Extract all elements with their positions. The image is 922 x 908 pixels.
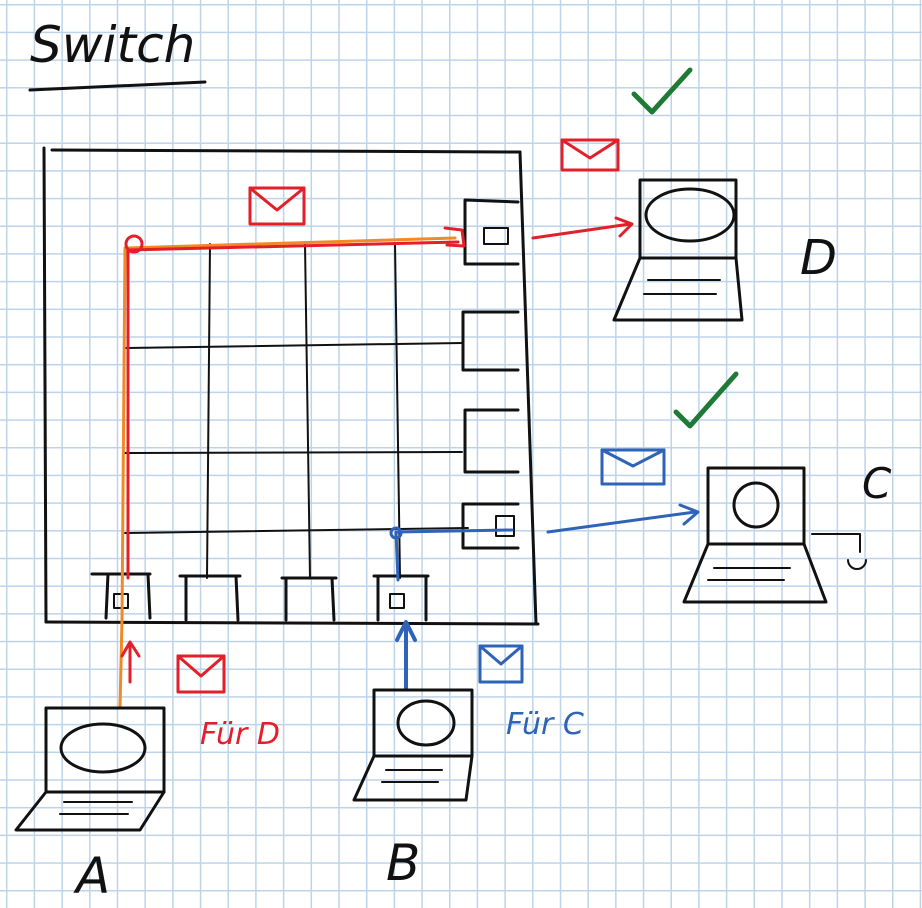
path-b-to-c <box>389 503 700 690</box>
envelope-icon-red-switch <box>248 186 306 226</box>
laptop-c <box>682 466 867 604</box>
port-bottom-4 <box>372 574 430 622</box>
title: Switch <box>30 16 195 74</box>
check-icon-d <box>631 67 693 115</box>
node-label-c: C <box>862 459 892 508</box>
envelope-icon-blue-c <box>600 448 666 486</box>
port-right-3 <box>463 408 520 474</box>
note-for-c: Für C <box>506 707 584 742</box>
port-bottom-3 <box>280 576 338 622</box>
node-label-a: A <box>73 847 110 905</box>
envelope-icon-blue-b <box>478 644 524 684</box>
check-icon-c <box>673 371 739 429</box>
switch-box <box>42 146 540 626</box>
port-right-1 <box>463 198 520 266</box>
laptop-a <box>14 706 166 832</box>
port-bottom-2 <box>178 574 242 622</box>
envelope-icon-red-a <box>176 654 226 694</box>
envelope-icon-red-top <box>560 138 620 172</box>
node-label-b: B <box>386 834 420 892</box>
title-underline <box>28 80 207 92</box>
path-a-to-d <box>118 216 634 710</box>
laptop-d <box>612 178 744 322</box>
node-label-d: D <box>800 230 837 286</box>
laptop-b <box>352 688 474 802</box>
port-right-4 <box>461 502 520 550</box>
port-right-2 <box>461 310 520 372</box>
crossbar-lines <box>124 243 469 579</box>
note-for-d: Für D <box>200 717 280 752</box>
